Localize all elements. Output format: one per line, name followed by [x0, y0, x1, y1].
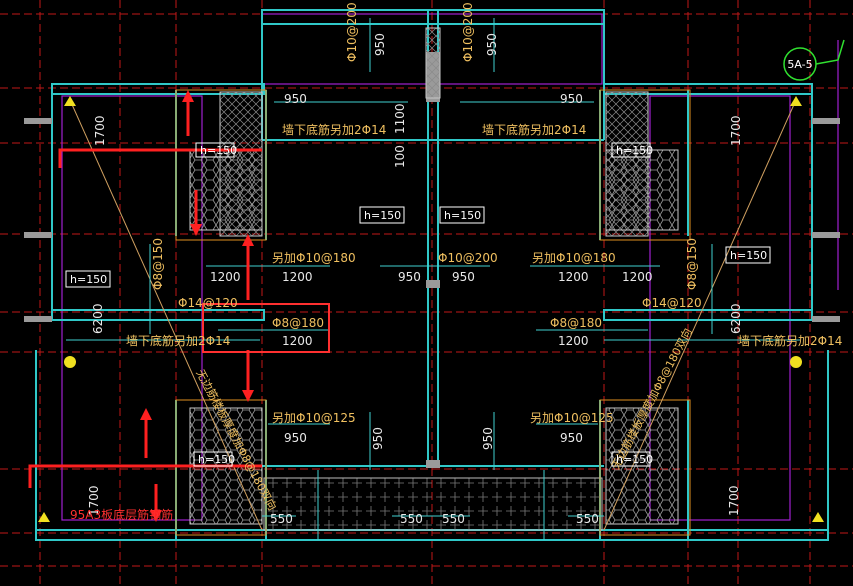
lower-dim-950-right: 950 — [560, 431, 583, 445]
phi14-120-right: Φ14@120 — [642, 296, 702, 310]
h-center-right: h=150 — [444, 209, 481, 222]
dim-1200-b: 1200 — [282, 270, 313, 284]
dim-950-b: 950 — [452, 270, 475, 284]
add-125-right: 另加Φ10@125 — [530, 411, 614, 425]
rebar-lines — [66, 18, 800, 540]
phi8-150-left: Φ8@150 — [151, 238, 165, 290]
lower-dim-950-left: 950 — [284, 431, 307, 445]
add-125-left: 另加Φ10@125 — [272, 411, 356, 425]
section-tag-label: 5A-5 — [787, 58, 812, 71]
phi8-180-right: Φ8@180 — [550, 316, 602, 330]
lower-dim-950-v-left: 950 — [371, 427, 385, 450]
red-annotations — [28, 96, 262, 516]
dim-100: 100 — [393, 145, 407, 168]
column-markers — [38, 96, 824, 522]
dim-550-b: 550 — [400, 512, 423, 526]
red-note: 95A3板底层筋钢筋 — [70, 507, 173, 522]
upper-add-left: 墙下底筋另加2Φ14 — [282, 122, 386, 137]
lower-1700-left: 1700 — [87, 485, 101, 516]
thickness-boxes — [65, 142, 771, 467]
dim-1200-d: 1200 — [622, 270, 653, 284]
h-far-left: h=150 — [70, 273, 107, 286]
phi8-180-left: Φ8@180 — [272, 316, 324, 330]
shaft-hatch — [189, 27, 679, 525]
upper-1700-left: 1700 — [93, 115, 107, 146]
top-dim-left: 950 — [373, 33, 387, 56]
dim-6200-left: 6200 — [91, 303, 105, 334]
lower-h-right: h=150 — [616, 453, 653, 466]
dim-1200-f: 1200 — [558, 334, 589, 348]
center-rebar: Φ10@200 — [438, 251, 498, 265]
h-far-right: h=150 — [730, 249, 767, 262]
upper-add-right: 墙下底筋另加2Φ14 — [482, 122, 586, 137]
bottom-slab-fill — [263, 477, 603, 531]
dim-950-a: 950 — [398, 270, 421, 284]
dim-550-d: 550 — [576, 512, 599, 526]
phi14-120-left: Φ14@120 — [178, 296, 238, 310]
phi8-150-right: Φ8@150 — [685, 238, 699, 290]
add-wall-right: 墙下底筋另加2Φ14 — [738, 333, 842, 348]
upper-h-right: h=150 — [616, 144, 653, 157]
red-arrowheads — [140, 90, 254, 522]
dim-1200-c: 1200 — [558, 270, 589, 284]
highlight-box — [202, 303, 330, 353]
upper-dim-950-right: 950 — [560, 92, 583, 106]
dim-1200-a: 1200 — [210, 270, 241, 284]
lower-1700-right: 1700 — [727, 485, 741, 516]
dim-550-a: 550 — [270, 512, 293, 526]
dim-1200-e: 1200 — [282, 334, 313, 348]
top-rebar-left: Φ10@200 — [345, 2, 359, 62]
upper-dim-950-left: 950 — [284, 92, 307, 106]
top-dim-right: 950 — [485, 33, 499, 56]
upper-h-left: h=150 — [200, 144, 237, 157]
dim-550-c: 550 — [442, 512, 465, 526]
dim-1100: 1100 — [393, 103, 407, 134]
add-180-left: 另加Φ10@180 — [272, 251, 356, 265]
section-tag[interactable]: 5A-5 — [783, 39, 845, 81]
add-wall-left: 墙下底筋另加2Φ14 — [126, 333, 230, 348]
upper-1700-right: 1700 — [729, 115, 743, 146]
lower-dim-950-v-right: 950 — [481, 427, 495, 450]
lower-h-left: h=150 — [198, 453, 235, 466]
top-rebar-right: Φ10@200 — [461, 2, 475, 62]
h-center-left: h=150 — [364, 209, 401, 222]
dim-6200-right: 6200 — [729, 303, 743, 334]
add-180-right: 另加Φ10@180 — [532, 251, 616, 265]
